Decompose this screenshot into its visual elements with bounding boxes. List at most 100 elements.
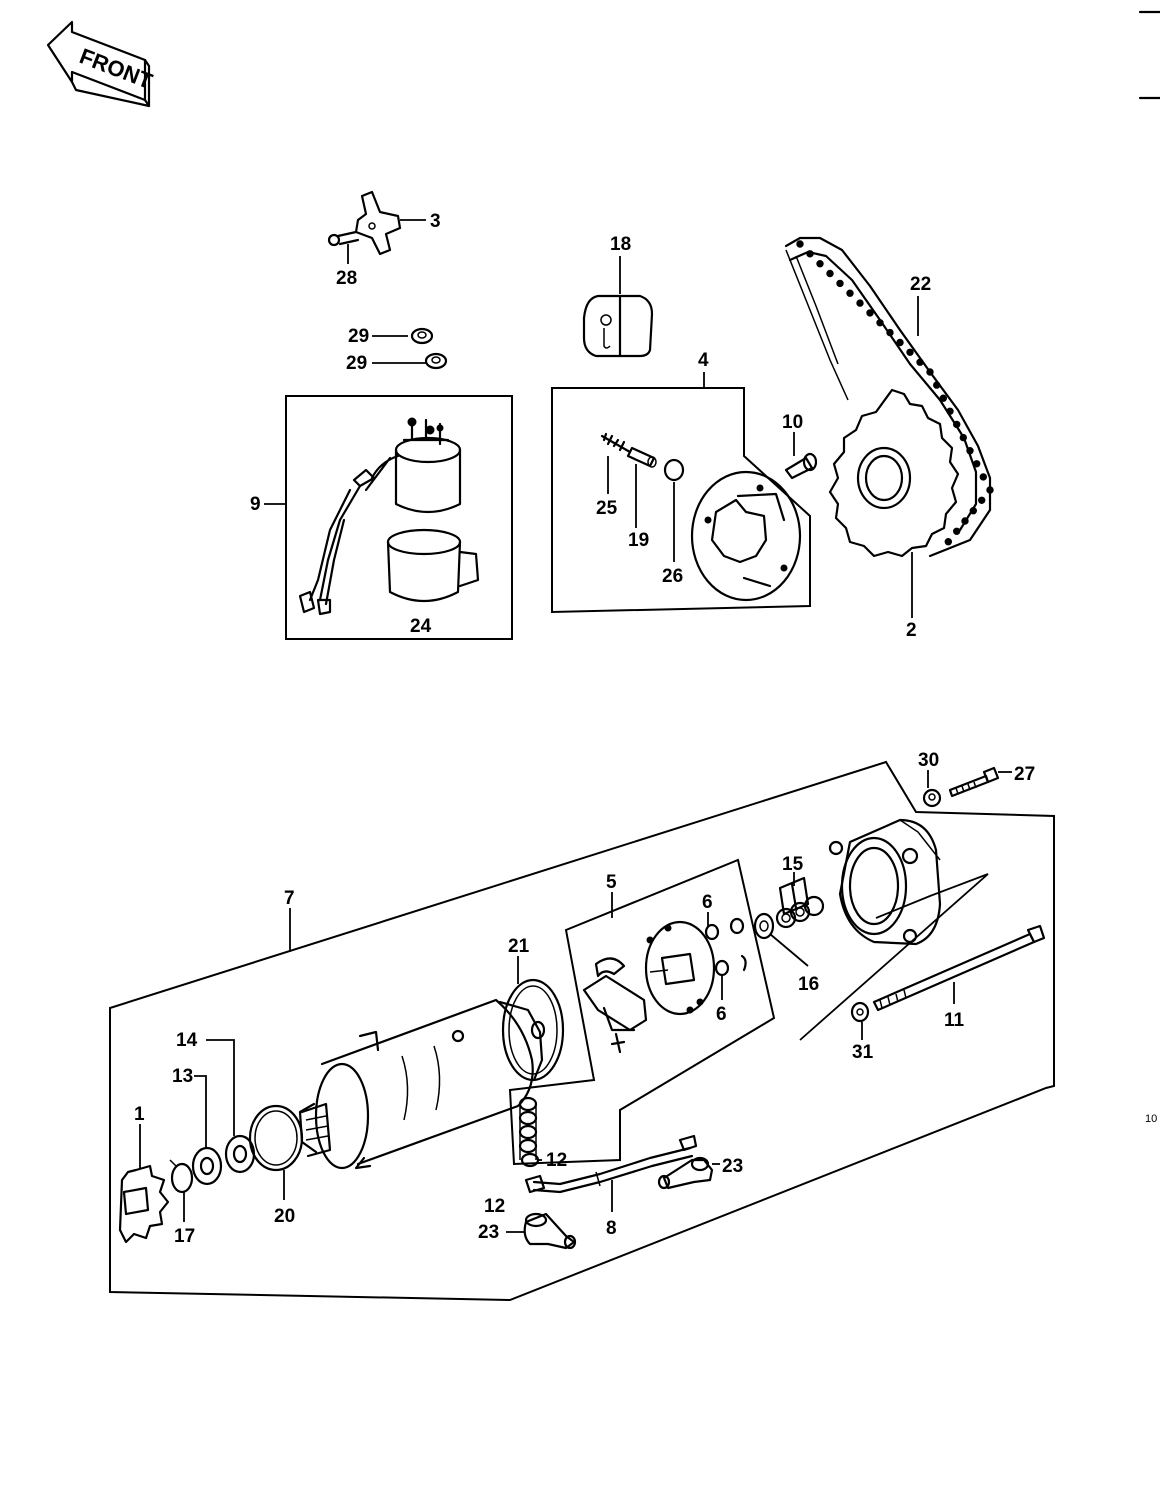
chain-link [959, 433, 967, 442]
callout-28: 28 [336, 268, 357, 289]
bolt-part [327, 230, 360, 247]
callout-23: 23 [478, 1222, 499, 1243]
front-direction-arrow: FRONT [46, 20, 156, 108]
callout-14: 14 [176, 1030, 198, 1051]
brush-plate-part [644, 920, 716, 1016]
chain-link [944, 538, 952, 546]
callout-27: 27 [1014, 764, 1035, 785]
starter-motor-group-box [109, 760, 1055, 1302]
chain-link [946, 407, 954, 415]
bracket-part [354, 190, 402, 256]
chain-link [953, 420, 961, 429]
chain-link [978, 496, 986, 504]
relay-rubber-cover-part [386, 528, 480, 602]
spring-part [600, 432, 632, 454]
callout-24: 24 [410, 616, 432, 637]
o-ring-part [248, 1104, 304, 1172]
callout-13: 13 [172, 1066, 193, 1087]
callout-8: 8 [606, 1218, 617, 1239]
chain-link [986, 486, 994, 494]
starter-relay-part [298, 417, 462, 616]
callout-2: 2 [906, 620, 917, 641]
gasket-part [501, 978, 565, 1082]
callout-26: 26 [662, 566, 683, 587]
end-cover-part [828, 818, 942, 946]
callout-7: 7 [284, 888, 295, 909]
callout-9: 9 [250, 494, 261, 515]
callout-4: 4 [698, 350, 709, 371]
washer-part [850, 1001, 870, 1023]
drive-chain-links [796, 240, 994, 546]
washer-part [753, 912, 775, 940]
callout-20: 20 [274, 1206, 295, 1227]
clutch-body-part [690, 470, 802, 602]
callout-3: 3 [430, 211, 441, 232]
brush-holder-group-box [508, 858, 776, 1166]
bolt-part [784, 452, 818, 480]
pad-part [582, 294, 654, 358]
terminal-boot-part [523, 1212, 577, 1250]
terminal-nut-stack-part [518, 1096, 540, 1168]
front-label: FRONT [76, 43, 156, 94]
bolt-part [948, 766, 1000, 798]
washer-part [922, 788, 942, 808]
chain-link [916, 358, 924, 366]
callout-12: 12 [484, 1196, 505, 1217]
callout-labels: 3 28 29 29 9 24 1 8 4 25 19 26 10 22 2 30… [134, 211, 1035, 1247]
callout-6: 6 [716, 1004, 727, 1025]
callout-17: 17 [174, 1226, 195, 1247]
callout-30: 30 [918, 750, 939, 771]
nut-part [424, 352, 448, 370]
chain-link [866, 309, 874, 317]
callout-29: 29 [348, 326, 369, 347]
chain-link [979, 473, 987, 481]
brush-set-part [775, 876, 825, 929]
terminal-boot-part [657, 1156, 714, 1190]
callout-15: 15 [782, 854, 804, 875]
callout-6: 6 [702, 892, 713, 913]
callout-23: 23 [722, 1156, 743, 1177]
callout-29: 29 [346, 353, 367, 374]
callout-25: 25 [596, 498, 618, 519]
chain-link [961, 517, 969, 525]
chain-link [816, 260, 824, 268]
callout-11: 11 [944, 1010, 965, 1031]
chain-link [953, 527, 961, 535]
chain-link [926, 368, 934, 376]
brush-spring-part [704, 917, 747, 977]
callout-21: 21 [508, 936, 530, 957]
callout-12: 12 [546, 1150, 567, 1171]
chain-link [826, 269, 834, 278]
starter-clutch-group-box [551, 387, 811, 614]
callout-16: 16 [798, 974, 819, 995]
callout-19: 19 [628, 530, 649, 551]
callout-10: 10 [782, 412, 803, 433]
chain-link [876, 319, 884, 327]
starter-cable-part [524, 1134, 698, 1194]
chain-link [836, 279, 844, 288]
brush-holder-part [582, 957, 648, 1054]
callout-5: 5 [606, 872, 617, 893]
circlip-part [169, 1159, 194, 1194]
nut-part [410, 327, 434, 345]
chain-link [933, 381, 941, 389]
sprocket-part [828, 388, 960, 558]
starter-relay-group-box [285, 395, 513, 640]
chain-link [906, 348, 914, 356]
page-edge-number: 10 [1145, 1113, 1157, 1125]
chain-link [973, 460, 981, 468]
cap-part [663, 458, 685, 482]
chain-link [939, 394, 947, 402]
callout-22: 22 [910, 274, 931, 295]
chain-link [796, 240, 804, 248]
chain-link [886, 328, 894, 337]
roller-part [626, 446, 657, 468]
chain-link [896, 338, 904, 347]
callout-1: 1 [134, 1104, 145, 1125]
washer-part [191, 1146, 223, 1186]
chain-link [969, 507, 977, 515]
chain-link [966, 447, 974, 455]
pinion-gear-part [118, 1164, 170, 1244]
chain-link [806, 250, 814, 258]
